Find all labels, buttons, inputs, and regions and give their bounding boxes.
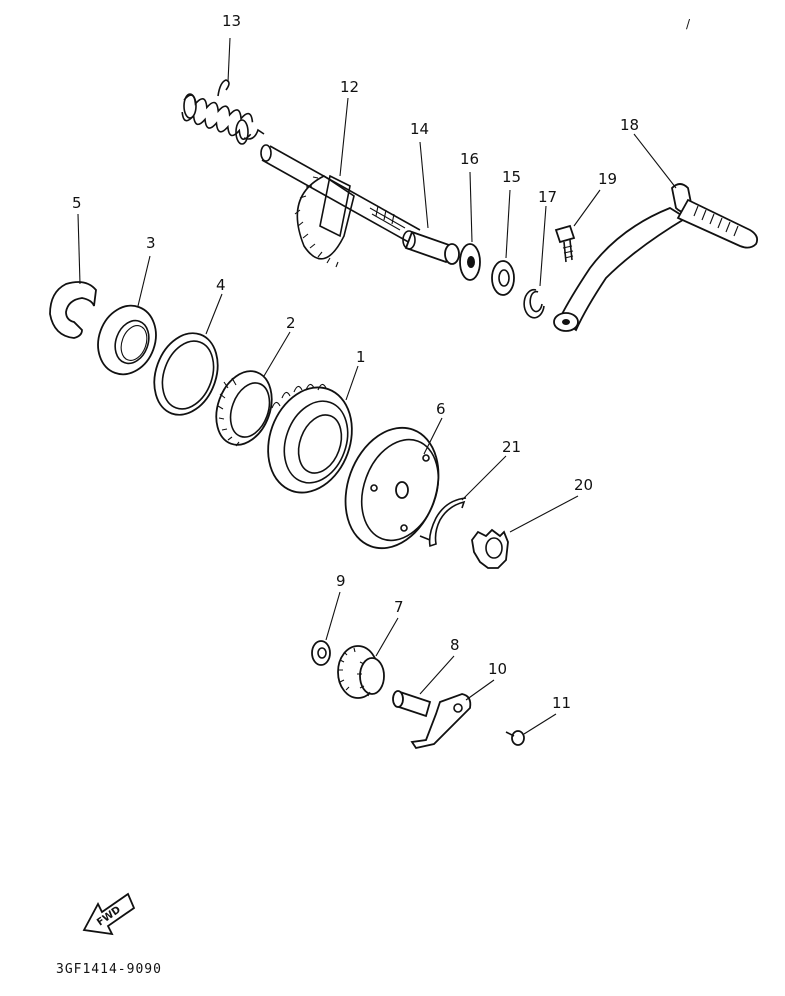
callout-15: 15 bbox=[502, 168, 522, 186]
diagram-code: 3GF1414-9090 bbox=[56, 962, 162, 977]
callout-14: 14 bbox=[410, 120, 430, 138]
leader-lines bbox=[77, 37, 677, 735]
callout-13: 13 bbox=[222, 12, 242, 30]
callout-1: 1 bbox=[356, 348, 366, 366]
callout-16: 16 bbox=[460, 150, 480, 168]
part-8-pin bbox=[392, 690, 432, 718]
part-4-shim bbox=[153, 332, 219, 416]
part-14-collar bbox=[402, 230, 460, 265]
part-2-needle-bearing bbox=[215, 370, 273, 447]
callout-20: 20 bbox=[574, 476, 594, 494]
part-13-torsion-spring bbox=[181, 79, 265, 145]
callout-5: 5 bbox=[72, 194, 82, 212]
callout-19: 19 bbox=[598, 170, 618, 188]
callout-10: 10 bbox=[488, 660, 508, 678]
callout-3: 3 bbox=[146, 234, 156, 252]
callout-11: 11 bbox=[552, 694, 572, 712]
part-1-ratchet-wheel bbox=[267, 383, 353, 494]
callout-4: 4 bbox=[216, 276, 226, 294]
part-17-circlip bbox=[523, 288, 545, 319]
part-12-kick-shaft bbox=[260, 144, 421, 268]
callout-18: 18 bbox=[620, 116, 640, 134]
part-6-drive-plate bbox=[344, 426, 440, 550]
part-15-washer bbox=[491, 260, 515, 296]
callout-21: 21 bbox=[502, 438, 522, 456]
part-7-idle-gear bbox=[337, 645, 385, 699]
callout-12: 12 bbox=[340, 78, 360, 96]
part-19-bolt bbox=[554, 224, 576, 263]
fwd-arrow-icon bbox=[82, 892, 136, 936]
part-5-clip bbox=[49, 281, 97, 339]
part-18-kick-crank bbox=[553, 183, 759, 332]
callout-7: 7 bbox=[394, 598, 404, 616]
callout-9: 9 bbox=[336, 572, 346, 590]
callout-8: 8 bbox=[450, 636, 460, 654]
part-21-spring-clip bbox=[419, 497, 467, 548]
part-9-washer bbox=[311, 640, 331, 666]
callout-2: 2 bbox=[286, 314, 296, 332]
part-3-oil-seal bbox=[97, 304, 157, 376]
callout-6: 6 bbox=[436, 400, 446, 418]
stray-mark: / bbox=[686, 17, 691, 31]
part-16-washer bbox=[459, 243, 481, 281]
callout-17: 17 bbox=[538, 188, 558, 206]
part-11-screw bbox=[505, 730, 525, 746]
part-20-small-gear bbox=[471, 528, 509, 569]
part-10-plate bbox=[410, 693, 472, 750]
